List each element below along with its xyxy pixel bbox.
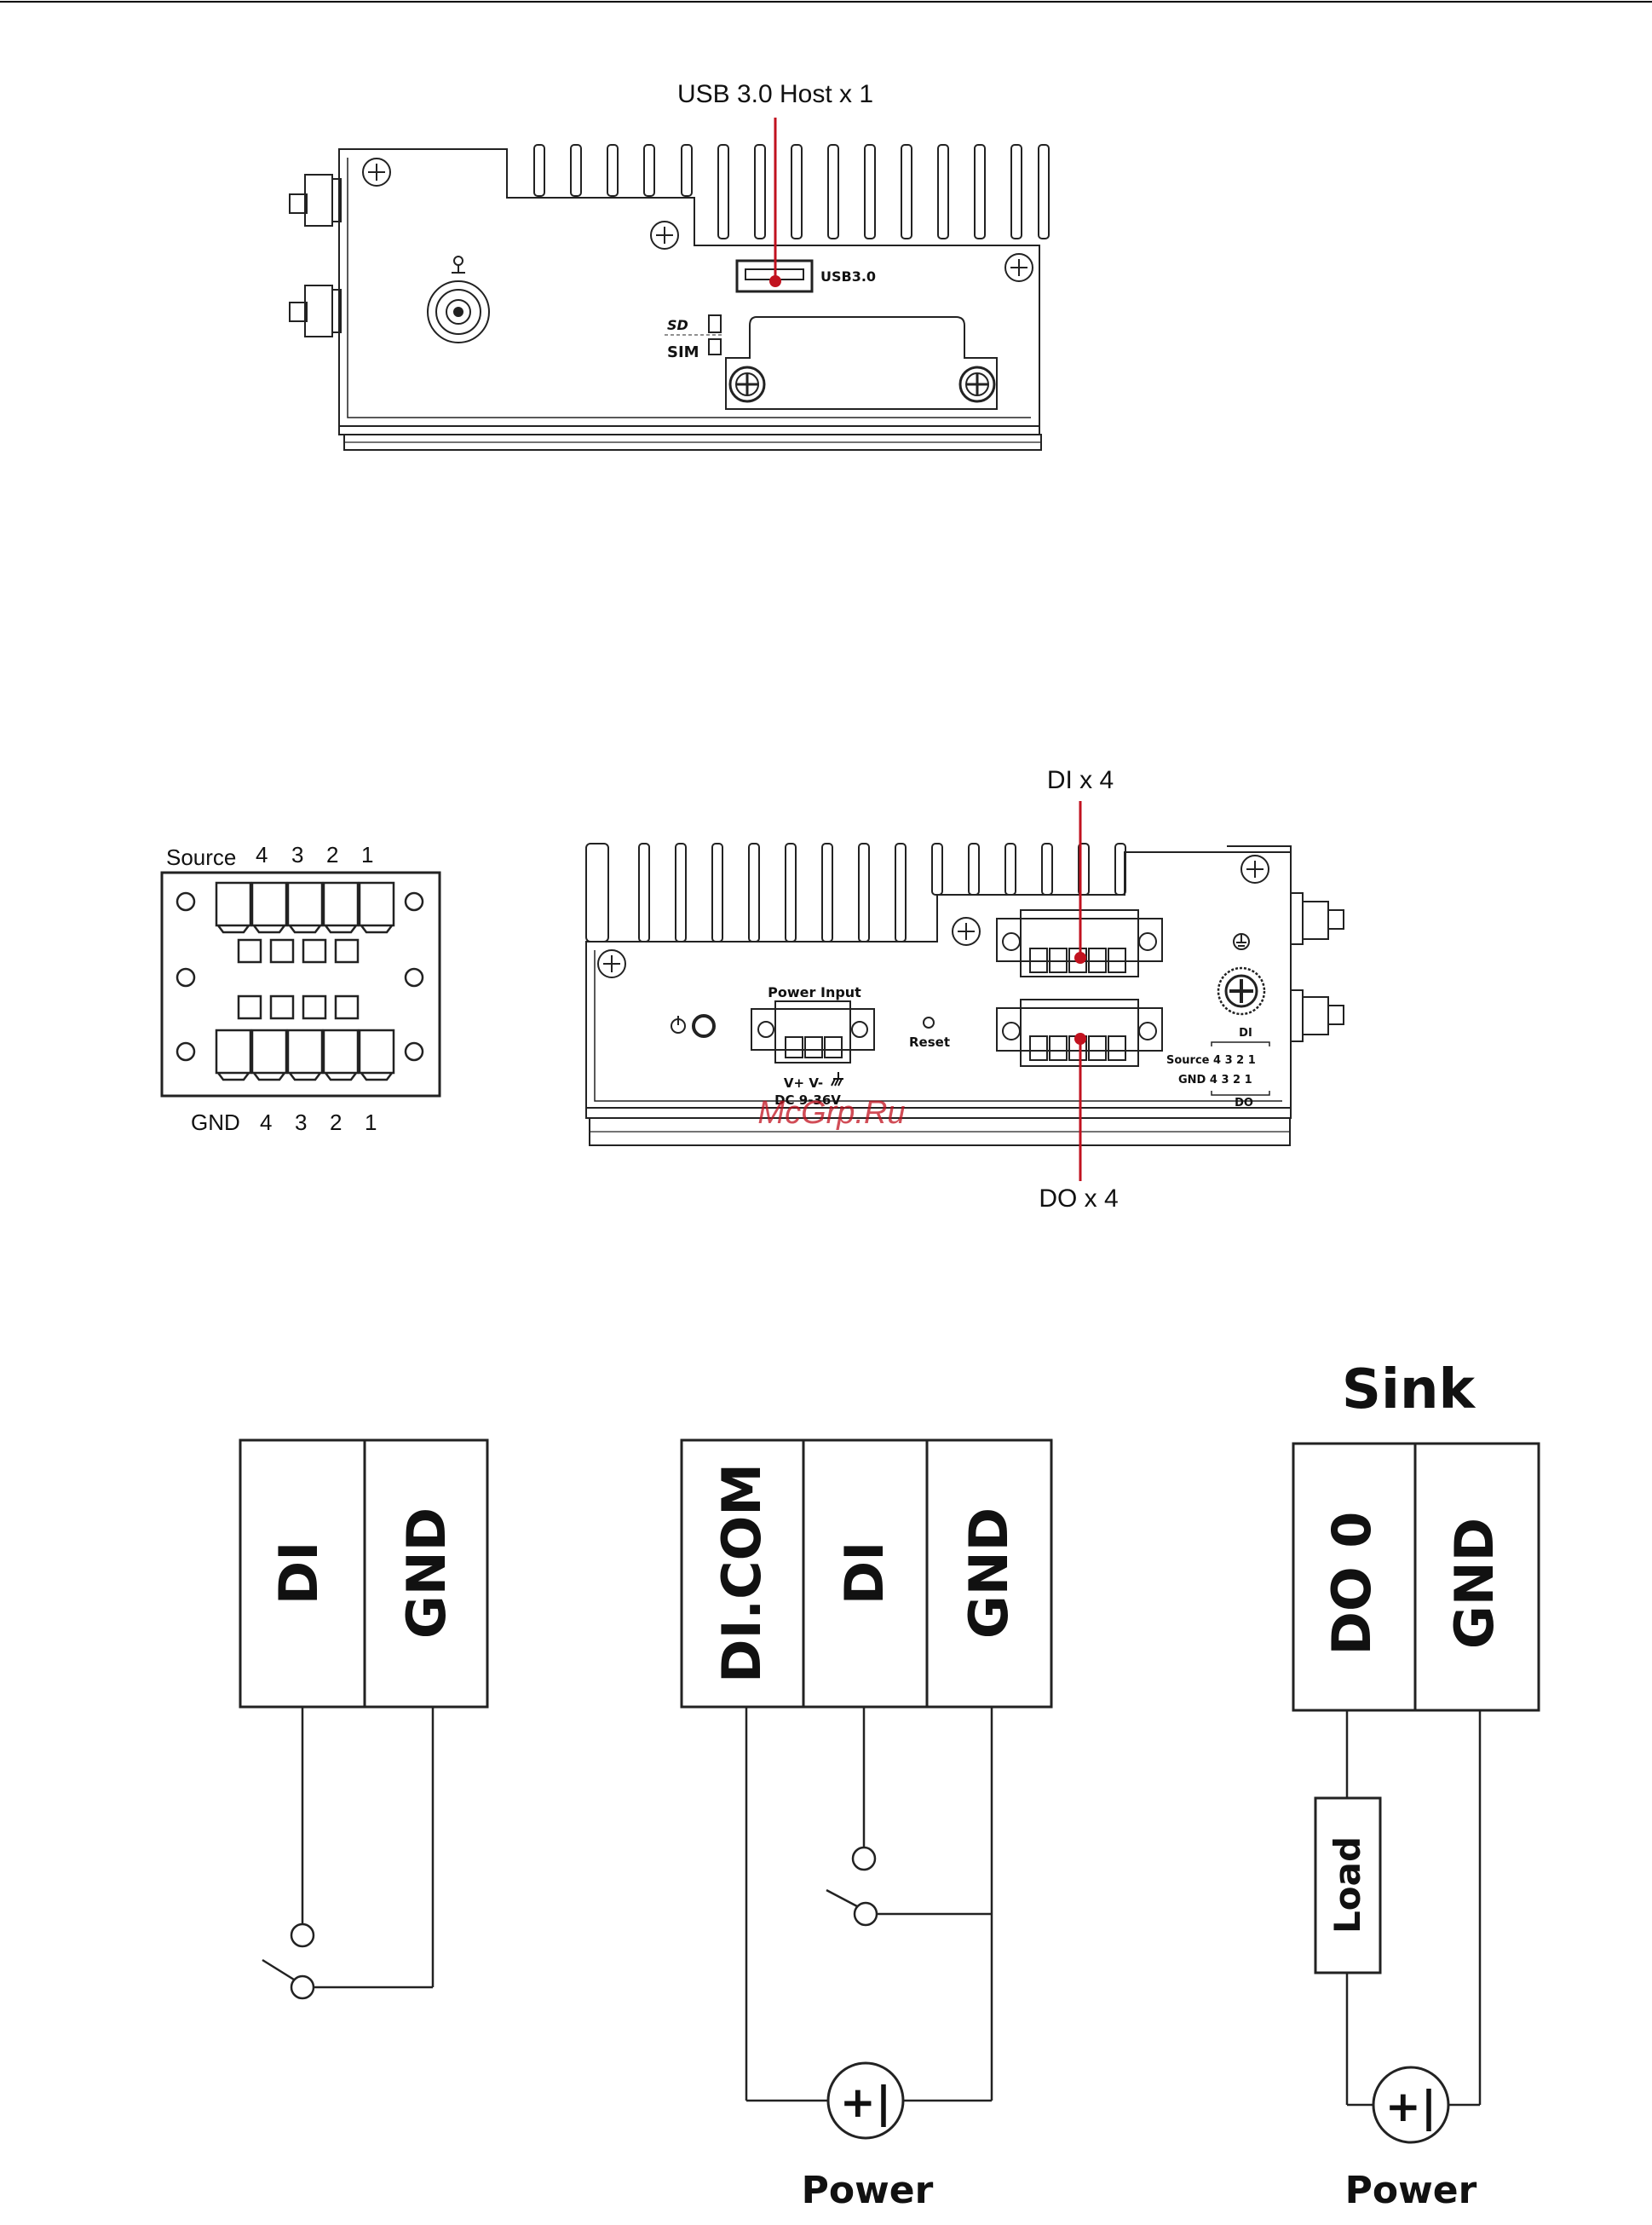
- di-callout-dot: [1074, 952, 1086, 964]
- front-chassis-outline: [586, 852, 1291, 1108]
- connector-pinout: Source 4 3 2 1 GND 4 3 2 1: [162, 842, 440, 1135]
- power-button-icon: [671, 1016, 714, 1036]
- ground-icon: [1234, 934, 1249, 949]
- antenna-connector-upper: [290, 175, 341, 226]
- sim-label: SIM: [667, 343, 699, 361]
- sink-power-symbol: +|: [1385, 2082, 1436, 2131]
- pinout-bottom-gnd: GND: [191, 1110, 240, 1135]
- sd-label: SD: [667, 317, 688, 333]
- antenna-connector-right-upper: [1291, 893, 1344, 944]
- screw-icon: [953, 918, 980, 945]
- rf-antenna-port: [428, 281, 489, 343]
- sink-power-label: Power: [1345, 2169, 1477, 2212]
- reset-label: Reset: [909, 1035, 950, 1050]
- do-callout-label: DO x 4: [1039, 1185, 1118, 1213]
- pinout-top-2: 2: [326, 842, 338, 868]
- sink-title: Sink: [1342, 1358, 1476, 1421]
- pinout-bottom-4: 4: [260, 1110, 272, 1135]
- gps-antenna-icon: [452, 257, 465, 273]
- top-device-panel: [290, 145, 1049, 450]
- pinout-block-outline: [162, 873, 440, 1096]
- power-input-label: Power Input: [768, 984, 861, 1000]
- usb-port-label: USB3.0: [820, 268, 876, 285]
- di-group-label: DI: [1239, 1027, 1252, 1040]
- sink-load-label: Load: [1327, 1836, 1368, 1934]
- do-group-label: DO: [1235, 1097, 1253, 1110]
- front-chassis-base: [586, 1108, 1291, 1118]
- pinout-bottom-2: 2: [330, 1110, 342, 1135]
- sd-sim-cover: [726, 317, 997, 409]
- heatsink-fins-front: [586, 844, 1125, 942]
- wet-cell-di: DI: [833, 1542, 895, 1605]
- screw-icon: [960, 367, 994, 401]
- do-callout-dot: [1074, 1033, 1086, 1045]
- ground-screw-icon: [1218, 968, 1264, 1014]
- sink-cell-gnd: GND: [1443, 1518, 1505, 1649]
- dry-cell-di: DI: [268, 1542, 330, 1605]
- screw-icon: [1241, 856, 1269, 883]
- di-callout-label: DI x 4: [1047, 766, 1114, 794]
- do-gnd-row: GND 4 3 2 1: [1178, 1074, 1252, 1087]
- pinout-bottom-3: 3: [295, 1110, 307, 1135]
- wiring-sink: Sink DO 0 GND Load +| Power: [1293, 1358, 1539, 2212]
- screw-icon: [651, 222, 678, 249]
- usb-callout-dot: [769, 275, 781, 287]
- di-source-row: Source 4 3 2 1: [1166, 1054, 1256, 1067]
- watermark: McGrp.Ru: [757, 1095, 905, 1131]
- wet-cell-dicom: DI.COM: [711, 1463, 773, 1683]
- wet-cell-gnd: GND: [958, 1507, 1020, 1639]
- sink-cell-do0: DO 0: [1321, 1512, 1383, 1656]
- pinout-top-3: 3: [291, 842, 303, 868]
- sd-card-icon: [709, 315, 721, 332]
- chassis-ground-icon: [832, 1072, 843, 1086]
- wiring-wet-contact: DI.COM DI GND +| Power: [682, 1440, 1051, 2212]
- screw-icon: [363, 159, 390, 186]
- pinout-bottom-1: 1: [365, 1110, 377, 1135]
- antenna-connector-right-lower: [1291, 990, 1344, 1041]
- screw-icon: [730, 367, 764, 401]
- screw-icon: [1005, 254, 1033, 281]
- wet-power-label: Power: [802, 2169, 934, 2212]
- pinout-top-1: 1: [361, 842, 373, 868]
- power-pins-label: V+ V-: [784, 1075, 823, 1091]
- dry-contact-switch: [262, 1707, 433, 1998]
- usb-callout-label: USB 3.0 Host x 1: [677, 80, 873, 108]
- top-chassis-base: [339, 426, 1039, 435]
- front-device-panel: [586, 844, 1344, 1145]
- wet-contact-circuit: [746, 1707, 992, 2138]
- top-chassis-outline: [339, 149, 1039, 426]
- sim-card-icon: [709, 339, 721, 355]
- dry-cell-gnd: GND: [395, 1507, 458, 1639]
- pinout-top-4: 4: [256, 842, 268, 868]
- wet-power-symbol: +|: [840, 2078, 891, 2127]
- power-input-connector: [751, 1001, 874, 1063]
- wiring-dry-contact: DI GND: [240, 1440, 487, 1998]
- pinout-top-source: Source: [166, 844, 236, 870]
- antenna-connector-lower: [290, 285, 341, 337]
- reset-hole-icon: [924, 1017, 934, 1028]
- screw-icon: [598, 950, 625, 977]
- heatsink-fins-top: [534, 145, 1049, 239]
